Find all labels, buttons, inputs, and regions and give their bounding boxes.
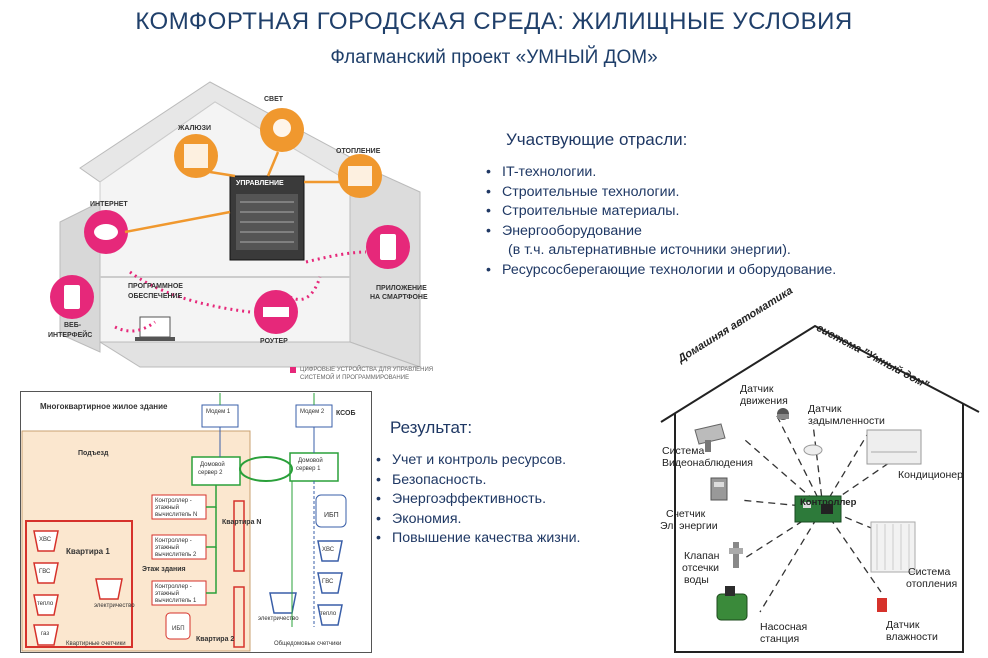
gaz-label: газ bbox=[41, 631, 50, 637]
valve-label-1: Клапан bbox=[684, 550, 720, 562]
hvs-label-2: ХВС bbox=[322, 547, 335, 553]
smoke-label-1: Датчик bbox=[808, 403, 842, 415]
smart-home-system-diagram bbox=[660, 324, 980, 653]
app-label-1: ПРИЛОЖЕНИЕ bbox=[376, 285, 427, 292]
prog-label-1: ПРОГРАММНОЕ bbox=[128, 283, 183, 290]
ctrl-1-label-a: Контроллер - bbox=[155, 584, 192, 590]
upravlenie-label: УПРАВЛЕНИЕ bbox=[236, 180, 284, 187]
heat-label-2: отопления bbox=[906, 578, 958, 590]
ctrl-2-label-a: Контроллер - bbox=[155, 538, 192, 544]
list-item: •Энергооборудование bbox=[486, 222, 642, 239]
ksob-label: КСОБ bbox=[336, 410, 356, 417]
smart-house-illustration bbox=[50, 81, 421, 373]
pump-label-1: Насосная bbox=[760, 621, 808, 633]
prog-label-2: ОБЕСПЕЧЕНИЕ bbox=[128, 293, 183, 300]
house-legend-2: СИСТЕМОЙ И ПРОГРАММИРОВАНИЕ bbox=[300, 375, 410, 381]
app-label-2: НА СМАРТФОНЕ bbox=[370, 294, 428, 301]
building-scheme-diagram bbox=[20, 391, 372, 653]
kvartira-n-label: Квартира N bbox=[222, 519, 262, 526]
house-legend-1: ЦИФРОВЫЕ УСТРОЙСТВА ДЛЯ УПРАВЛЕНИЯ bbox=[300, 367, 434, 373]
ctrl-2-label-c: вычислитель 2 bbox=[155, 552, 197, 558]
etazh-label: Этаж здания bbox=[142, 566, 186, 573]
ibp-label-1: ИБП bbox=[172, 626, 185, 632]
valve-label-3: воды bbox=[684, 574, 709, 586]
ctrl-1-label-b: этажный bbox=[155, 591, 179, 597]
heat-label-1: Система bbox=[908, 566, 951, 578]
ac-label: Кондиционер bbox=[898, 469, 963, 481]
industries-list: •IT-технологии. •Строительные технологии… bbox=[484, 163, 836, 280]
list-item: •IT-технологии. bbox=[486, 164, 597, 180]
ctrl-n-label-b: этажный bbox=[155, 505, 179, 511]
list-item: •Безопасность. bbox=[376, 471, 487, 488]
controller-label: Контроллер bbox=[800, 497, 857, 508]
router-label: РОУТЕР bbox=[260, 338, 288, 345]
humidity-label-1: Датчик bbox=[886, 619, 920, 631]
meter-label-1: Счетчик bbox=[666, 508, 706, 520]
kvartira-2-label: Квартира 2 bbox=[196, 636, 235, 643]
kv-meters-label: Квартирные счетчики bbox=[66, 641, 126, 647]
server-1-label-a: Домовой bbox=[298, 458, 323, 464]
modem-2-label: Модем 2 bbox=[300, 409, 325, 415]
building-title: Многоквартирное жилое здание bbox=[40, 402, 168, 411]
ctrl-1-label-c: вычислитель 1 bbox=[155, 598, 197, 604]
otoplenie-label: ОТОПЛЕНИЕ bbox=[336, 148, 381, 155]
ctrl-n-label-c: вычислитель N bbox=[155, 512, 198, 518]
teplo-label-2: тепло bbox=[320, 611, 337, 617]
list-item: •Энергоэффективность. bbox=[376, 491, 547, 507]
list-item: •Строительные технологии. bbox=[486, 183, 680, 200]
internet-label: ИНТЕРНЕТ bbox=[90, 201, 128, 208]
list-item: •Повышение качества жизни. bbox=[376, 530, 581, 546]
pump-label-2: станция bbox=[760, 633, 800, 645]
electro-label-2: электричество bbox=[258, 616, 299, 622]
server-1-label-b: сервер 1 bbox=[296, 466, 321, 472]
server-2-label-b: сервер 2 bbox=[198, 470, 223, 476]
motion-label-2: движения bbox=[740, 395, 788, 407]
kvartira-1-label: Квартира 1 bbox=[66, 547, 110, 556]
gvs-label-2: ГВС bbox=[322, 579, 334, 585]
web-label-1: ВЕБ- bbox=[64, 322, 82, 329]
ctrl-2-label-b: этажный bbox=[155, 545, 179, 551]
server-2-label-a: Домовой bbox=[200, 462, 225, 468]
page-title: КОМФОРТНАЯ ГОРОДСКАЯ СРЕДА: ЖИЛИЩНЫЕ УСЛ… bbox=[135, 8, 853, 35]
svet-label: СВЕТ bbox=[264, 96, 284, 103]
common-meters-label: Общедомовые счетчики bbox=[274, 641, 342, 647]
teplo-label-1: тепло bbox=[37, 601, 54, 607]
industries-heading: Участвующие отрасли: bbox=[506, 130, 688, 149]
ctrl-n-label-a: Контроллер - bbox=[155, 498, 192, 504]
podezd-label: Подъезд bbox=[78, 450, 109, 457]
list-item: •Экономия. bbox=[376, 510, 462, 527]
page-subtitle: Флагманский проект «УМНЫЙ ДОМ» bbox=[330, 47, 658, 68]
smoke-label-2: задымленности bbox=[808, 415, 885, 427]
motion-label-1: Датчик bbox=[740, 383, 774, 395]
list-item-note: (в т.ч. альтернативные источники энергии… bbox=[508, 242, 791, 258]
video-label-1: Система bbox=[662, 445, 705, 457]
gvs-label-1: ГВС bbox=[39, 569, 51, 575]
web-label-2: ИНТЕРФЕЙС bbox=[48, 332, 93, 339]
zhaluzi-label: ЖАЛЮЗИ bbox=[178, 125, 212, 132]
video-label-2: Видеонаблюдения bbox=[662, 457, 753, 469]
ibp-label-2: ИБП bbox=[324, 512, 339, 519]
results-heading: Результат: bbox=[390, 418, 473, 437]
humidity-label-2: влажности bbox=[886, 631, 938, 643]
results-list: •Учет и контроль ресурсов. •Безопасность… bbox=[374, 451, 581, 549]
valve-label-2: отсечки bbox=[682, 562, 719, 574]
list-item: •Учет и контроль ресурсов. bbox=[376, 452, 567, 468]
hvs-label-1: ХВС bbox=[39, 537, 52, 543]
electro-label-1: электричество bbox=[94, 603, 135, 609]
list-item: •Ресурсосберегающие технологии и оборудо… bbox=[486, 261, 837, 278]
list-item: •Строительные материалы. bbox=[486, 203, 680, 219]
modem-1-label: Модем 1 bbox=[206, 409, 231, 415]
meter-label-2: Эл. энергии bbox=[660, 520, 718, 532]
